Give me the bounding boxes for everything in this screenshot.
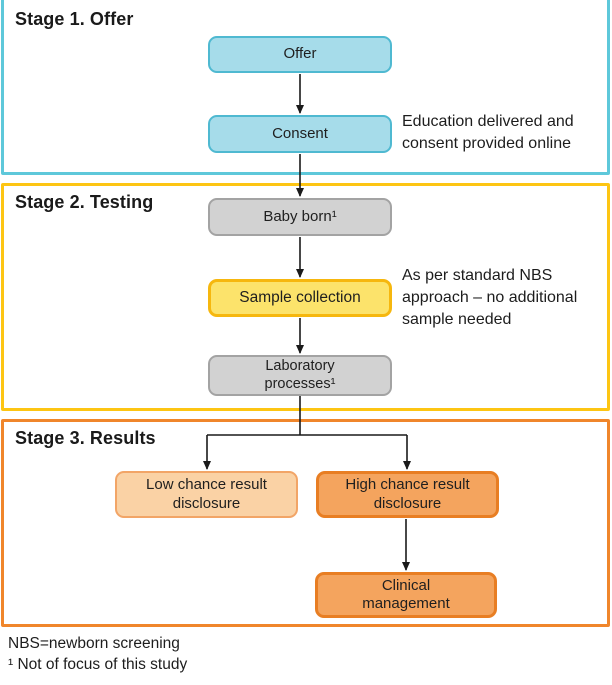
node-laboratory-processes: Laboratory processes¹	[208, 355, 392, 396]
node-clinical-management: Clinical management	[315, 572, 497, 618]
node-offer: Offer	[208, 36, 392, 73]
node-baby-born: Baby born¹	[208, 198, 392, 236]
footnotes: NBS=newborn screening ¹ Not of focus of …	[8, 633, 187, 675]
node-high-chance-result: High chance result disclosure	[316, 471, 499, 518]
annotation-consent-note: Education delivered and consent provided…	[402, 113, 574, 153]
stage-2-testing-frame: Stage 2. Testing	[1, 183, 610, 411]
stage-1-title: Stage 1. Offer	[15, 9, 134, 29]
stage-1-offer-frame: Stage 1. Offer	[1, 0, 610, 175]
stage-2-title: Stage 2. Testing	[15, 192, 154, 212]
node-consent: Consent	[208, 115, 392, 153]
footnote-not-focus: ¹ Not of focus of this study	[8, 656, 188, 674]
node-sample-collection: Sample collection	[208, 279, 392, 317]
node-low-chance-result: Low chance result disclosure	[115, 471, 298, 518]
stage-3-title: Stage 3. Results	[15, 428, 156, 448]
stage-3-results-frame: Stage 3. Results	[1, 419, 610, 627]
annotation-sample-note: As per standard NBS approach – no additi…	[402, 267, 578, 329]
footnote-nbs: NBS=newborn screening	[8, 635, 180, 652]
